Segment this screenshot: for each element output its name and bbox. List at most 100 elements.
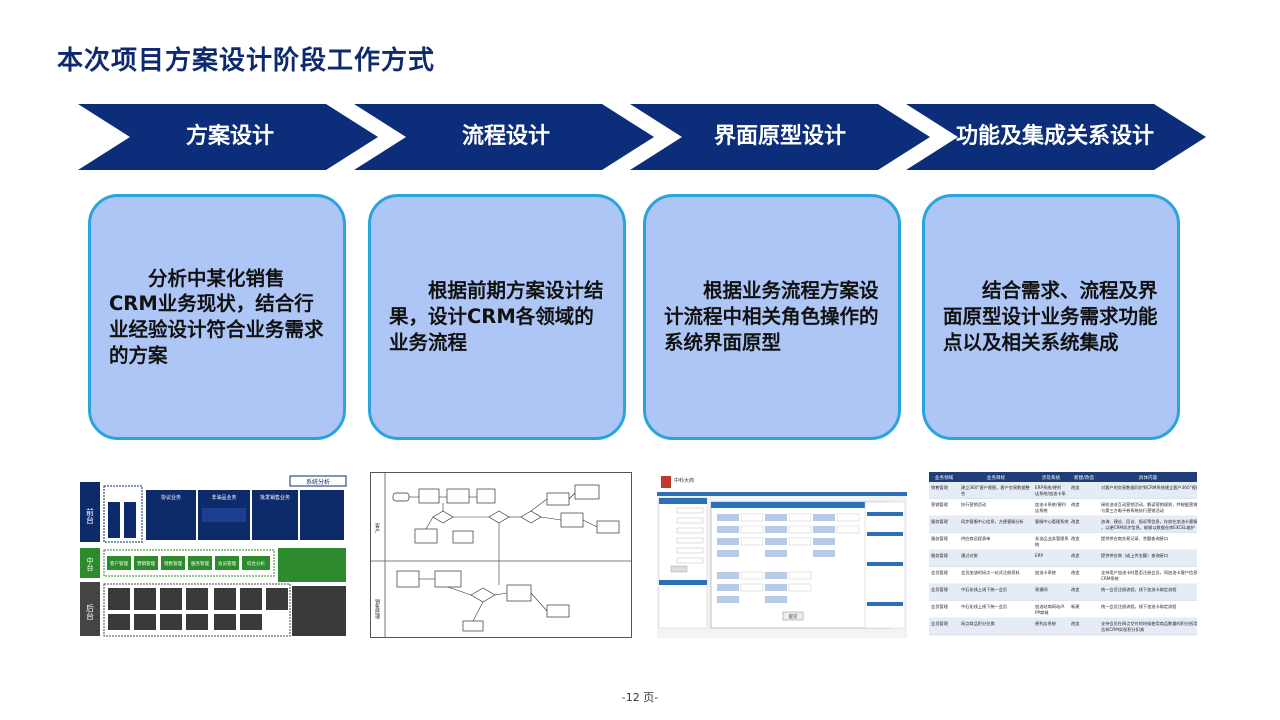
table-cell: 中石化线上线下统一会员 [961, 586, 1007, 593]
tag-middle: 中台 [86, 556, 94, 572]
table-cell: 提供供应商交易记录、余额查询接口 [1101, 535, 1168, 542]
table-cell: 销售管理 [931, 484, 949, 491]
table-cell: 新建 [1071, 603, 1080, 610]
table-cell: CRM系统 [1101, 575, 1119, 582]
ui-prototype-thumbnail: 中科大商 [657, 472, 907, 638]
table-cell: 统一会员注册流程，线下加油卡绑定流程 [1101, 586, 1177, 593]
table-row [929, 584, 1197, 601]
table-cell: 便利店系统 [1035, 620, 1056, 627]
table-cell: 改造 [1071, 484, 1080, 491]
table-cell: ERP [1035, 553, 1044, 558]
architecture-diagram-thumbnail: 前台 中台 后台 协议业务 非油品业务 批发销售业务 系统分析 客户管理 营销管… [80, 472, 350, 638]
svg-text:会员管理: 会员管理 [218, 560, 236, 567]
step-description-2: 根据前期方案设计结果，设计CRM各领域的业务流程 [389, 279, 604, 354]
table-cell: 告知CRM实现积分扣减 [1101, 626, 1145, 633]
svg-text:非油品业务: 非油品业务 [211, 494, 236, 501]
function-table-thumbnail: 业务领域 业务目标 涉及系统 新建/改造 具体内容销售管理 建立360°客户视图，客户交易… [929, 472, 1197, 638]
table-cell: 会员管理 [931, 603, 949, 610]
table-cell: 中石化线上线下统一会员 [961, 603, 1007, 610]
table-header-cell: 业务目标 [987, 474, 1006, 481]
lane-label-sales: 销售经理 [374, 598, 380, 619]
tag-back: 后台 [86, 603, 95, 621]
table-cell: 支持会员在网点交付的时候使用商品数量的积分抵用，同时 [1101, 620, 1197, 627]
svg-text:综合分析: 综合分析 [247, 560, 265, 567]
table-row [929, 482, 1197, 499]
step-label-1: 方案设计 [185, 124, 274, 149]
table-cell: 客服中心管理系统 [1035, 518, 1069, 525]
table-cell: 改造 [1071, 586, 1080, 593]
table-cell: 加油站商网站/A [1035, 603, 1065, 610]
table-cell: 建立360°客户视图，客户交易数据整 [961, 484, 1031, 491]
table-cell: 改造 [1071, 535, 1080, 542]
process-chevron-bar [78, 104, 1206, 170]
table-cell: 支持用户加油卡时是否注册会员，同加油卡客户信息同步至 [1101, 569, 1197, 576]
table-header-bg [929, 472, 1197, 482]
table-row [929, 533, 1197, 550]
table-cell: 网点商品积分兑换 [961, 620, 995, 627]
svg-text:协议业务: 协议业务 [161, 494, 181, 501]
table-cell: 服务管理 [931, 535, 949, 542]
step-card-4: 结合需求、流程及界面原型设计业务需求功能点以及相关系统集成 [922, 194, 1180, 440]
tag-front: 前台 [86, 507, 95, 525]
table-cell: 店系统 [1035, 507, 1048, 514]
table-cell: 会员管理 [931, 569, 949, 576]
table-cell: 服务管理 [931, 552, 949, 559]
step-label-2: 流程设计 [461, 124, 550, 149]
table-header-cell: 业务领域 [935, 474, 954, 481]
table-cell: 营销管理 [931, 501, 949, 508]
lane-label-customer: 客户 [374, 522, 380, 534]
step-card-1: 分析中某化销售CRM业务现状，结合行业经验设计符合业务需求的方案 [88, 194, 346, 440]
chevron-step-1 [78, 104, 378, 170]
table-cell: 统一会员注册流程，线下加油卡绑定流程 [1101, 603, 1177, 610]
table-cell: 与第三方电子券系统执行营销活动 [1101, 507, 1164, 514]
chevron-step-2 [354, 104, 654, 170]
table-cell: 提供供应商（或上传金额）查询接口 [1101, 552, 1168, 559]
table-header-cell: 涉及系统 [1042, 474, 1061, 481]
table-header-cell: 具体内容 [1139, 474, 1158, 481]
table-cell: 改造 [1071, 518, 1080, 525]
table-cell: 会员管理 [931, 620, 949, 627]
table-cell: PP商城 [1035, 609, 1049, 616]
table-cell: 咨询、建议、回访、投诉等信息，存放在加油卡客服系统中 [1101, 518, 1197, 525]
step-label-4: 功能及集成关系设计 [955, 124, 1154, 149]
table-cell: 改造 [1071, 620, 1080, 627]
table-cell: ，以便CRM同步信息，能够以数据仓库EXCEL维护 [1101, 524, 1195, 531]
table-row [929, 601, 1197, 618]
svg-text:客户管理: 客户管理 [110, 560, 128, 567]
table-cell: 改造 [1071, 569, 1080, 576]
prototype-app-name: 中科大商 [674, 477, 694, 484]
table-cell: 会员管理 [931, 586, 949, 593]
table-cell: 供应商远程表单 [961, 535, 990, 542]
table-cell: 合 [961, 490, 966, 497]
table-cell: 店系统/加油卡系 [1035, 490, 1066, 497]
table-row [929, 499, 1197, 516]
svg-text:销售管理: 销售管理 [164, 560, 182, 567]
table-cell: 接收油非互动营销活动，解读营销规则，并根据营销规则给 [1101, 501, 1197, 508]
table-row [929, 567, 1197, 584]
chevron-step-3 [630, 104, 930, 170]
table-header-cell: 新建/改造 [1074, 474, 1094, 481]
step-card-2: 根据前期方案设计结果，设计CRM各领域的业务流程 [368, 194, 626, 440]
table-cell: 服务管理 [931, 518, 949, 525]
svg-text:服务管理: 服务管理 [191, 560, 209, 567]
table-row [929, 618, 1197, 635]
chevron-step-4 [906, 104, 1206, 170]
table-cell: 会员加油时间点一站式注册资料 [961, 569, 1020, 576]
process-flow-thumbnail: 客户 销售经理 [370, 472, 632, 638]
table-cell: 加油卡系统/便利 [1035, 501, 1066, 508]
step-label-3: 界面原型设计 [713, 124, 846, 149]
prototype-submit-button: 提交 [789, 613, 798, 620]
svg-text:营销管理: 营销管理 [137, 560, 155, 567]
table-row [929, 550, 1197, 567]
table-cell: 通过对账 [961, 552, 979, 559]
table-cell: 改造 [1071, 501, 1080, 508]
table-cell: 执行营销活动 [961, 501, 986, 508]
table-cell: 同步客服中心信息，方便客服分析 [961, 518, 1024, 525]
page-number: -12 页- [621, 691, 659, 704]
step-description-3: 根据业务流程方案设计流程中相关角色操作的系统界面原型 [664, 279, 879, 354]
step-description-4: 结合需求、流程及界面原型设计业务需求功能点以及相关系统集成 [943, 279, 1158, 354]
table-cell: 加油卡系统 [1035, 569, 1056, 576]
table-cell: 统 [1035, 541, 1039, 548]
page-title: 本次项目方案设计阶段工作方式 [57, 46, 436, 76]
table-cell: 改造 [1071, 552, 1080, 559]
